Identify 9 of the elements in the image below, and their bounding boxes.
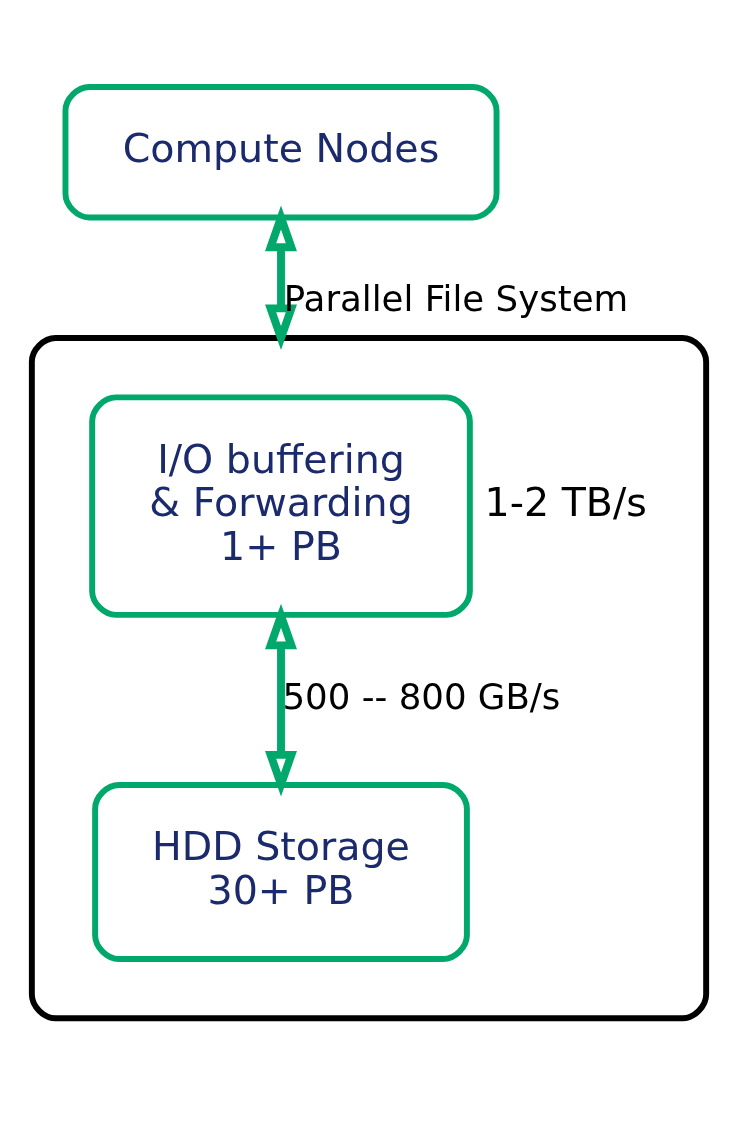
node-box: HDD Storage 30+ PB <box>92 781 470 962</box>
node-box: Compute Nodes <box>62 83 500 221</box>
cluster <box>28 335 710 1022</box>
node-box: I/O buffering & Forwarding 1+ PB <box>89 394 473 618</box>
arrow <box>265 603 297 797</box>
edge-label: 500 -- 800 GB/s <box>282 675 561 717</box>
node-label: 1-2 TB/s <box>484 479 647 526</box>
arrow <box>265 205 297 350</box>
edge-label: Parallel File System <box>283 278 629 320</box>
